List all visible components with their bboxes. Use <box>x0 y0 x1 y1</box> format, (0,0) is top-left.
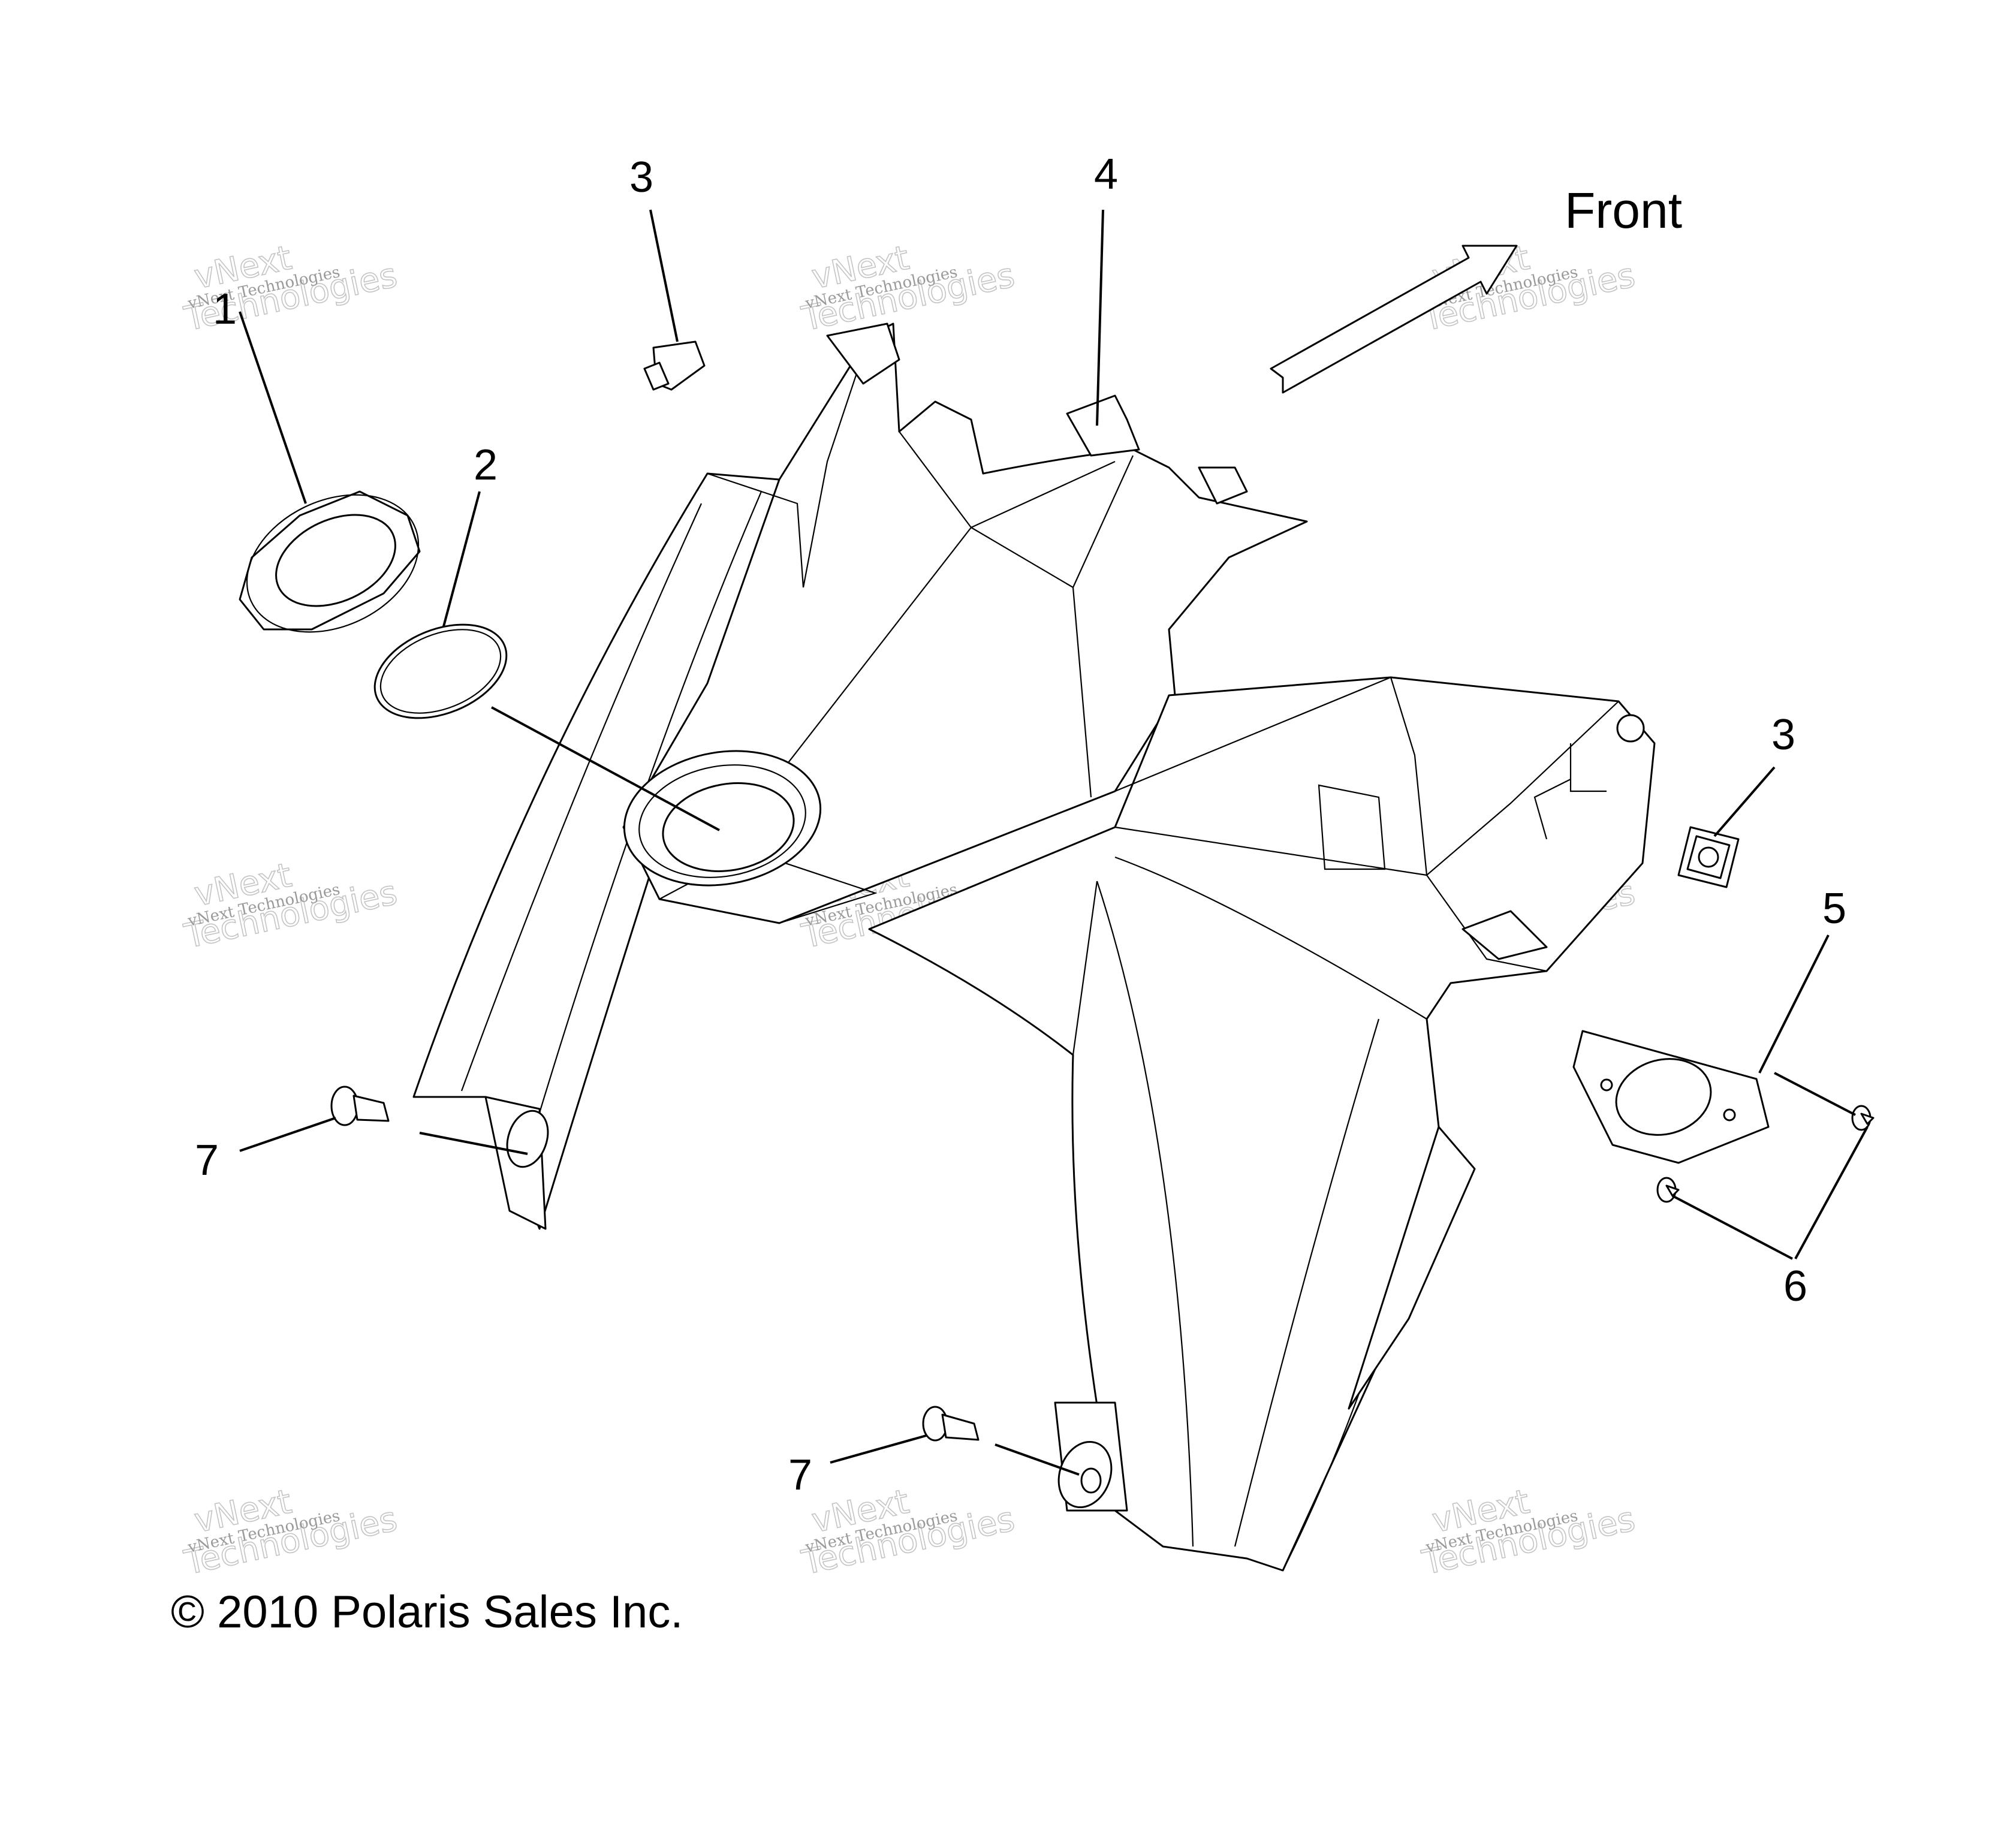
callout-5: 5 <box>1822 885 1846 933</box>
watermark: vNext Technologies vNext Technologies <box>1418 1482 1639 1583</box>
part-6-screws <box>1656 1105 1875 1203</box>
part-1-bezel-nut <box>239 490 421 633</box>
callout-3-top: 3 <box>629 153 653 201</box>
front-panel-housing <box>412 322 1656 1572</box>
callout-4: 4 <box>1094 150 1118 198</box>
callout-1: 1 <box>213 285 237 333</box>
watermark: vNext Technologies vNext Technologies <box>180 238 401 339</box>
watermark: vNext Technologies vNext Technologies <box>798 238 1018 339</box>
callout-3-right: 3 <box>1771 711 1795 759</box>
copyright-text: © 2010 Polaris Sales Inc. <box>171 1587 683 1638</box>
watermark: vNext Technologies vNext Technologies <box>180 1482 401 1583</box>
part-3-clip-top <box>643 340 706 391</box>
callouts: 1 2 3 3 4 5 6 7 7 <box>195 150 1846 1499</box>
watermark: vNext Technologies vNext Technologies <box>180 855 401 957</box>
part-3-clip-nut-right <box>1677 826 1740 888</box>
part-5-cover-plate <box>1572 1030 1770 1164</box>
part-7-rivet-left <box>330 1086 390 1126</box>
part-2-o-ring <box>373 623 508 719</box>
callout-6: 6 <box>1783 1262 1807 1310</box>
callout-7-left: 7 <box>195 1136 219 1184</box>
callout-2: 2 <box>474 441 498 489</box>
leader-lines <box>239 209 1869 1476</box>
watermark: vNext Technologies vNext Technologies <box>798 1482 1018 1583</box>
front-direction-arrow <box>1270 245 1518 394</box>
callout-7-bottom: 7 <box>788 1451 812 1499</box>
part-7-rivet-bottom <box>922 1406 980 1442</box>
front-label: Front <box>1565 182 1682 239</box>
